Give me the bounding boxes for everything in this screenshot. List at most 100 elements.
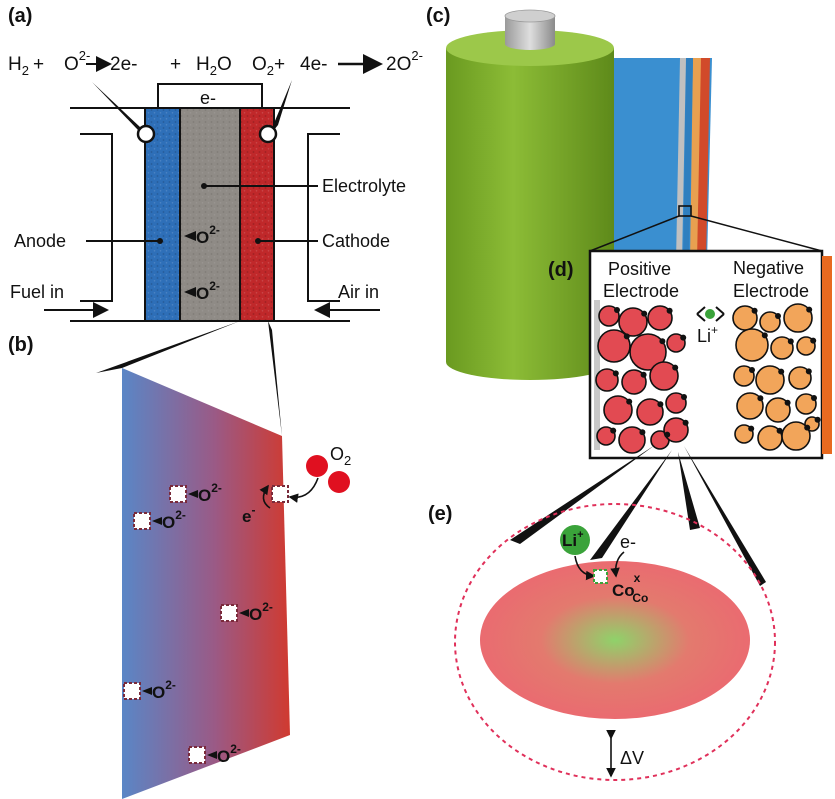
electrolyte-label: Electrolyte bbox=[322, 176, 406, 196]
negative-particle-7 bbox=[733, 365, 755, 387]
svg-text:O2+: O2+ bbox=[252, 54, 285, 78]
svg-text:O2-: O2- bbox=[196, 279, 220, 303]
negative-particle-4 bbox=[735, 328, 769, 362]
electrolyte-ion-1: O2- bbox=[184, 223, 220, 247]
negative-particle-additive-12 bbox=[811, 395, 817, 401]
anode-reaction-site bbox=[136, 124, 156, 144]
negative-particle-additive-16 bbox=[814, 416, 821, 423]
zoom-region-box bbox=[678, 205, 692, 217]
svg-text:+: + bbox=[170, 54, 181, 75]
panel-b-ion-group: O2- O2- O2- O2- O2- bbox=[123, 481, 273, 766]
negative-particle-additive-2 bbox=[775, 313, 781, 319]
panel-b-label: (b) bbox=[8, 334, 34, 356]
positive-particle-12 bbox=[665, 392, 687, 414]
negative-particle-additive-1 bbox=[751, 307, 758, 314]
vacancy-ion-4: O2- bbox=[123, 678, 176, 702]
negative-particle-additive-9 bbox=[805, 368, 812, 375]
positive-particle-1 bbox=[598, 305, 620, 327]
fuel-in-label: Fuel in bbox=[10, 282, 64, 302]
zoom-wedge-right bbox=[268, 321, 282, 436]
electrode-stack-layers bbox=[612, 58, 712, 262]
positive-particle-additive-13 bbox=[610, 427, 617, 434]
svg-text:O2-: O2- bbox=[196, 223, 220, 247]
vacancy-ion-5: O2- bbox=[188, 742, 241, 766]
positive-particle-additive-15 bbox=[664, 431, 671, 438]
positive-particle-additive-4 bbox=[623, 333, 630, 340]
negative-particle-additive-3 bbox=[806, 306, 813, 313]
li-ion-particle bbox=[560, 525, 590, 555]
positive-particle-11 bbox=[636, 398, 664, 426]
negative-particle-2 bbox=[759, 311, 781, 333]
svg-text:Li+: Li+ bbox=[697, 323, 718, 346]
panel-e-electron-label: e- bbox=[620, 532, 636, 552]
delta-v-label: ΔV bbox=[620, 748, 644, 768]
oxygen-atom-2 bbox=[328, 471, 350, 493]
svg-text:O2-: O2- bbox=[198, 481, 222, 505]
vacancy-ion-1: O2- bbox=[169, 481, 222, 505]
svg-text:O2-: O2- bbox=[217, 742, 241, 766]
negative-electrode-label-2: Electrode bbox=[733, 281, 809, 301]
zoom-wedge-left bbox=[96, 321, 240, 373]
positive-particle-additive-9 bbox=[672, 364, 679, 371]
negative-particle-additive-11 bbox=[784, 399, 791, 406]
negative-particle-8 bbox=[755, 365, 785, 395]
cathode-label: Cathode bbox=[322, 231, 390, 251]
li-insertion-arrow bbox=[574, 555, 596, 581]
depletion-boundary bbox=[454, 503, 776, 781]
negative-particle-9 bbox=[788, 366, 812, 390]
electron-label: e- bbox=[242, 503, 255, 526]
positive-particle-additive-14 bbox=[639, 429, 646, 436]
positive-particle-3 bbox=[647, 305, 673, 331]
fuel-channel-wall bbox=[80, 133, 113, 302]
negative-current-collector bbox=[822, 256, 832, 454]
positive-particle-16 bbox=[663, 417, 689, 443]
electrolyte-ion-2: O2- bbox=[184, 279, 220, 303]
positive-particle-5 bbox=[629, 333, 667, 371]
battery-terminal bbox=[505, 16, 555, 50]
positive-electrode-particles bbox=[594, 300, 689, 454]
anode-equation: H2+ O2- 2e- + H2O bbox=[8, 48, 232, 78]
svg-text:H2+: H2+ bbox=[8, 54, 44, 78]
negative-particle-12 bbox=[795, 393, 817, 415]
positive-particle-8 bbox=[621, 369, 647, 395]
o2-label: O2 bbox=[330, 444, 351, 468]
panel-a-label: (a) bbox=[8, 5, 32, 27]
positive-particle-additive-8 bbox=[640, 371, 647, 378]
positive-particle-additive-10 bbox=[626, 398, 633, 405]
svg-text:O2-: O2- bbox=[162, 508, 186, 532]
anode-site-pointer bbox=[92, 82, 150, 140]
svg-text:2O2-: 2O2- bbox=[386, 48, 423, 75]
oxygen-atom-1 bbox=[306, 455, 328, 477]
negative-electrode-particles bbox=[732, 303, 821, 451]
negative-particle-additive-8 bbox=[778, 368, 785, 375]
negative-particle-11 bbox=[765, 397, 791, 423]
negative-particle-10 bbox=[736, 392, 764, 420]
positive-particle-10 bbox=[603, 395, 633, 425]
negative-particle-additive-6 bbox=[810, 337, 817, 344]
negative-particle-additive-14 bbox=[776, 427, 783, 434]
surface-vacancy bbox=[271, 485, 289, 503]
vacancy-ion-3: O2- bbox=[220, 600, 273, 624]
negative-particle-additive-4 bbox=[761, 332, 768, 339]
battery-can bbox=[446, 48, 614, 380]
positive-particle-additive-7 bbox=[612, 370, 619, 377]
positive-particle-additive-6 bbox=[680, 334, 687, 341]
panel-e-label: (e) bbox=[428, 503, 452, 525]
li-ion-label: Li+ bbox=[562, 529, 584, 550]
electron-insertion-arrow bbox=[610, 551, 625, 578]
positive-particle-additive-12 bbox=[681, 394, 687, 400]
svg-text:O2-: O2- bbox=[249, 600, 273, 624]
cathode-equation: O2+ 4e- 2O2- bbox=[252, 48, 423, 78]
negative-particle-3 bbox=[783, 303, 813, 333]
negative-electrode-label-1: Negative bbox=[733, 258, 804, 278]
positive-particle-9 bbox=[649, 361, 679, 391]
negative-particle-additive-5 bbox=[787, 338, 794, 345]
negative-particle-additive-15 bbox=[804, 424, 811, 431]
interface-slab bbox=[122, 368, 290, 799]
circuit-electron-label: e- bbox=[200, 88, 216, 108]
negative-particle-15 bbox=[781, 421, 811, 451]
svg-text:H2O: H2O bbox=[196, 54, 232, 78]
negative-particle-additive-13 bbox=[748, 425, 755, 432]
